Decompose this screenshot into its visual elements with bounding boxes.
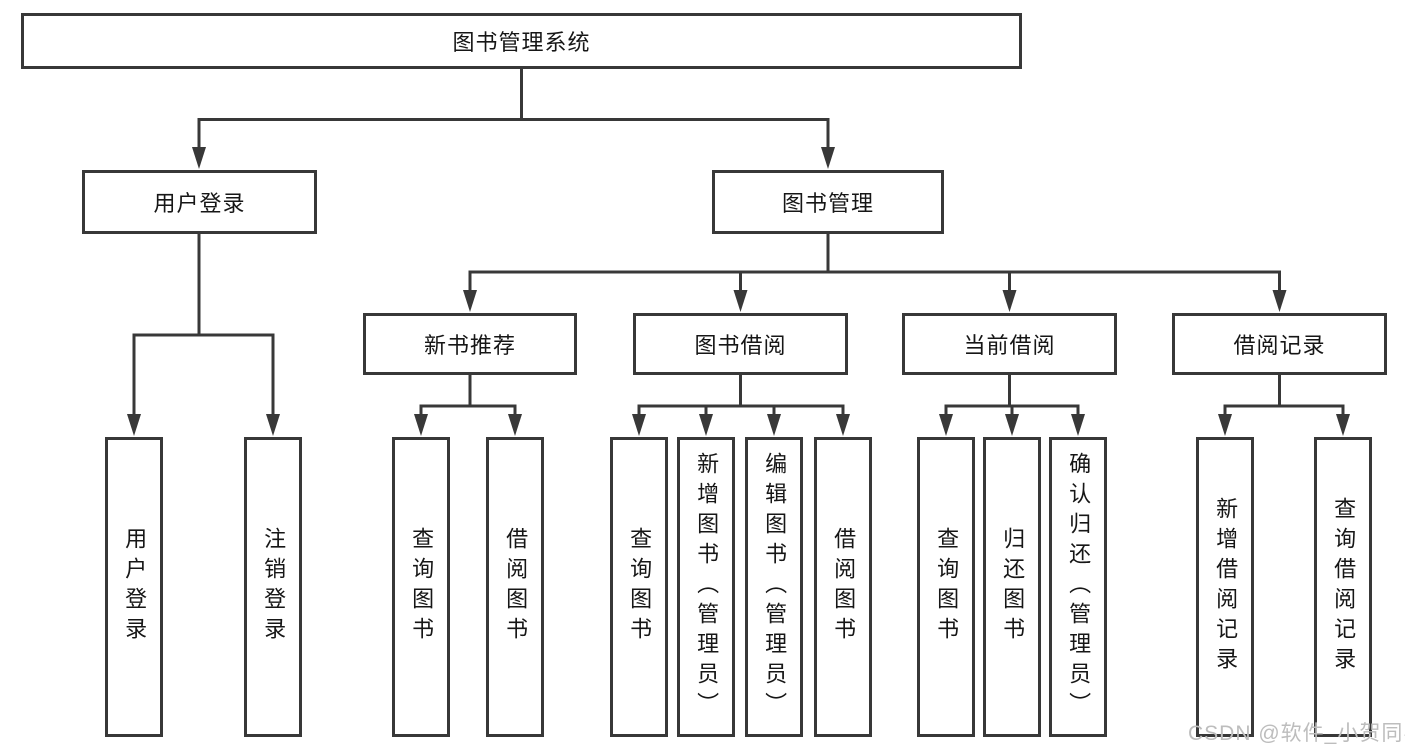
leaf-label: 借阅图书 (503, 527, 529, 647)
node-return-book: 归还图书 (983, 437, 1041, 737)
node-new-book-recommendation: 新书推荐 (363, 313, 577, 375)
node-edit-book-admin: 编辑图书（管理员） (745, 437, 803, 737)
node-query-books-current: 查询图书 (917, 437, 975, 737)
leaf-label: 编辑图书（管理员） (762, 452, 788, 722)
node-query-books-borrow: 查询图书 (610, 437, 668, 737)
node-query-borrow-record: 查询借阅记录 (1314, 437, 1372, 737)
node-logout-leaf: 注销登录 (244, 437, 302, 737)
leaf-label: 新增借阅记录 (1213, 497, 1239, 677)
node-add-borrow-record: 新增借阅记录 (1196, 437, 1254, 737)
node-query-books-recommend: 查询图书 (392, 437, 450, 737)
node-add-book-admin: 新增图书（管理员） (677, 437, 735, 737)
node-borrow-books-recommend: 借阅图书 (486, 437, 544, 737)
leaf-label: 查询图书 (409, 527, 435, 647)
leaf-label: 查询图书 (934, 527, 960, 647)
node-user-login: 用户登录 (82, 170, 317, 234)
leaf-label: 新增图书（管理员） (694, 452, 720, 722)
leaf-label: 确认归还（管理员） (1066, 452, 1092, 722)
node-borrow-books-leaf: 借阅图书 (814, 437, 872, 737)
leaf-label: 用户登录 (122, 527, 148, 647)
leaf-label: 借阅图书 (831, 527, 857, 647)
leaf-label: 注销登录 (261, 527, 287, 647)
leaf-label: 查询图书 (627, 527, 653, 647)
arrowheads (127, 147, 1350, 436)
node-book-borrowing: 图书借阅 (633, 313, 848, 375)
leaf-label: 归还图书 (1000, 527, 1026, 647)
node-current-borrowing: 当前借阅 (902, 313, 1117, 375)
node-borrowing-records: 借阅记录 (1172, 313, 1387, 375)
node-library-management-system: 图书管理系统 (21, 13, 1022, 69)
node-confirm-return-admin: 确认归还（管理员） (1049, 437, 1107, 737)
node-book-management: 图书管理 (712, 170, 944, 234)
leaf-label: 查询借阅记录 (1331, 497, 1357, 677)
csdn-watermark: CSDN @软件_小贺同学 (1188, 722, 1405, 745)
node-user-login-leaf: 用户登录 (105, 437, 163, 737)
